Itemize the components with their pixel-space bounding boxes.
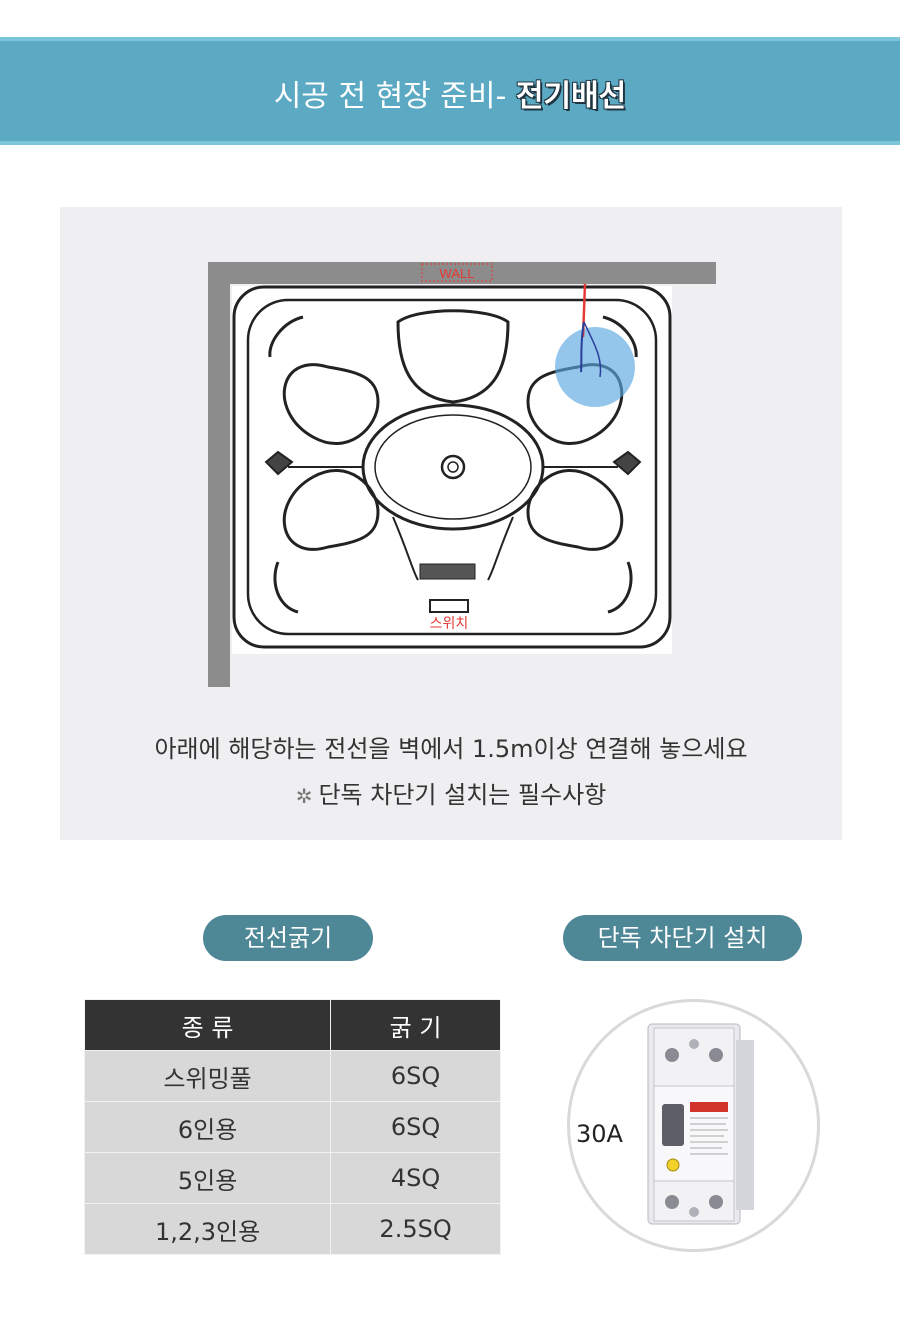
circuit-breaker-image [647,1023,754,1225]
header-banner: 시공 전 현장 준비- 전기배선 [0,37,900,145]
breaker-install-badge: 단독 차단기 설치 [563,915,802,961]
wire-spec-table: 종 류 굵 기 스위밍풀 6SQ 6인용 6SQ 5인용 4SQ 1,2,3인용… [83,999,501,1255]
wire-thickness-badge: 전선굵기 [203,915,373,961]
spa-outer-shell [232,285,672,649]
wiring-instruction: 아래에 해당하는 전선을 벽에서 1.5m이상 연결해 놓으세요 [154,735,748,763]
table-row: 5인용 4SQ [83,1152,501,1204]
breaker-requirement-text: 단독 차단기 설치는 필수사항 [318,781,607,809]
row-type: 6인용 [83,1101,332,1153]
title-emphasis: 전기배선 [515,79,627,114]
drain [440,454,466,480]
header-type: 종 류 [83,999,332,1051]
switch-box [429,599,469,613]
amperage-label: 30A [576,1120,623,1148]
wall-left [208,262,230,687]
header-thickness: 굵 기 [330,999,501,1051]
row-thickness: 6SQ [330,1101,501,1153]
row-thickness: 6SQ [330,1050,501,1102]
wall-top [208,262,716,284]
wall-label: WALL [440,266,475,281]
row-type: 5인용 [83,1152,332,1204]
row-type: 스위밍풀 [83,1050,332,1102]
installation-panel: WALL [60,207,842,840]
test-button [666,1158,680,1172]
asterisk-icon: ✲ [295,784,313,808]
table-row: 1,2,3인용 2.5SQ [83,1203,501,1255]
breaker-requirement: ✲단독 차단기 설치는 필수사항 [60,775,842,810]
table-header-row: 종 류 굵 기 [83,999,501,1051]
connection-point-highlight [555,327,635,407]
row-thickness: 2.5SQ [330,1203,501,1255]
row-type: 1,2,3인용 [83,1203,332,1255]
table-row: 스위밍풀 6SQ [83,1050,501,1102]
page-title: 시공 전 현장 준비- 전기배선 [0,71,900,115]
table-row: 6인용 6SQ [83,1101,501,1153]
row-thickness: 4SQ [330,1152,501,1204]
spa-layout-diagram: WALL [208,262,716,687]
switch-label: 스위치 [430,616,469,632]
control-panel [419,563,476,580]
title-prefix: 시공 전 현장 준비- [273,79,516,114]
